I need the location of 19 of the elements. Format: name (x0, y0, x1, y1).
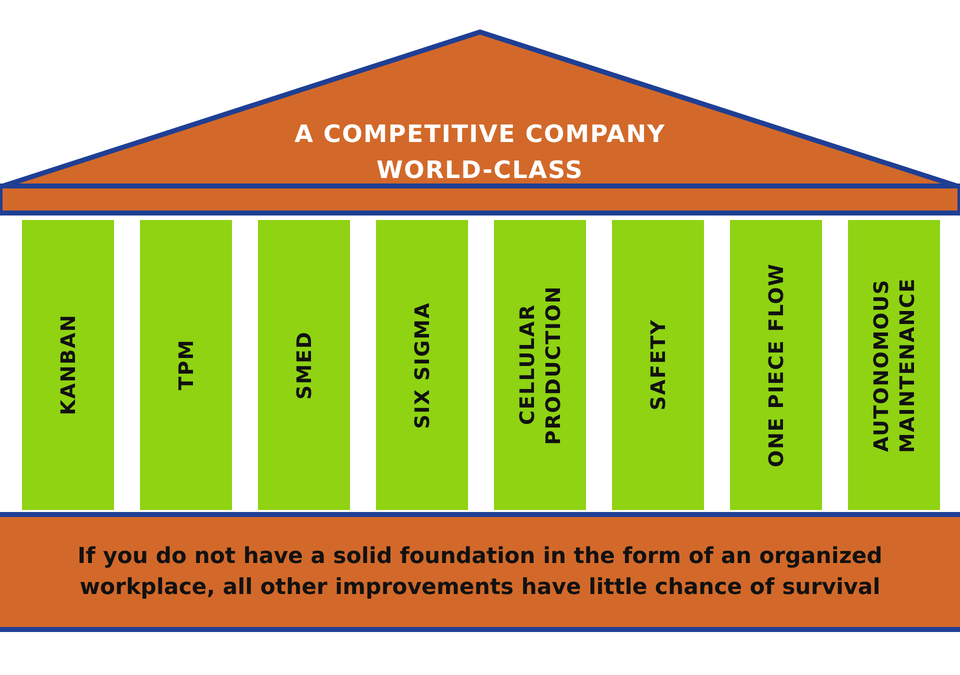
pillar-label: SAFETY (645, 319, 671, 411)
pillar-label: ONE PIECE FLOW (763, 262, 789, 468)
pillar-label: CELLULAR PRODUCTION (514, 284, 566, 447)
pillar (848, 220, 940, 510)
pillar-label: TPM (173, 339, 199, 391)
pillar (258, 220, 350, 510)
foundation-text: If you do not have a solid foundation in the form of an organized workplace, all other improvements have little chance of survival (76, 543, 884, 602)
pillar (494, 220, 586, 510)
foundation (0, 512, 960, 632)
pillar (22, 220, 114, 510)
pillar (376, 220, 468, 510)
pillar (612, 220, 704, 510)
pillar-label: KANBAN (55, 314, 81, 416)
pillar (730, 220, 822, 510)
roof-title: A COMPETITIVE COMPANY WORLD-CLASS (293, 119, 667, 186)
pillar-label: SMED (291, 330, 317, 400)
pillar-label: SIX SIGMA (409, 302, 435, 428)
pillar-label: AUTONOMOUS MAINTENANCE (868, 276, 920, 455)
pillar (140, 220, 232, 510)
